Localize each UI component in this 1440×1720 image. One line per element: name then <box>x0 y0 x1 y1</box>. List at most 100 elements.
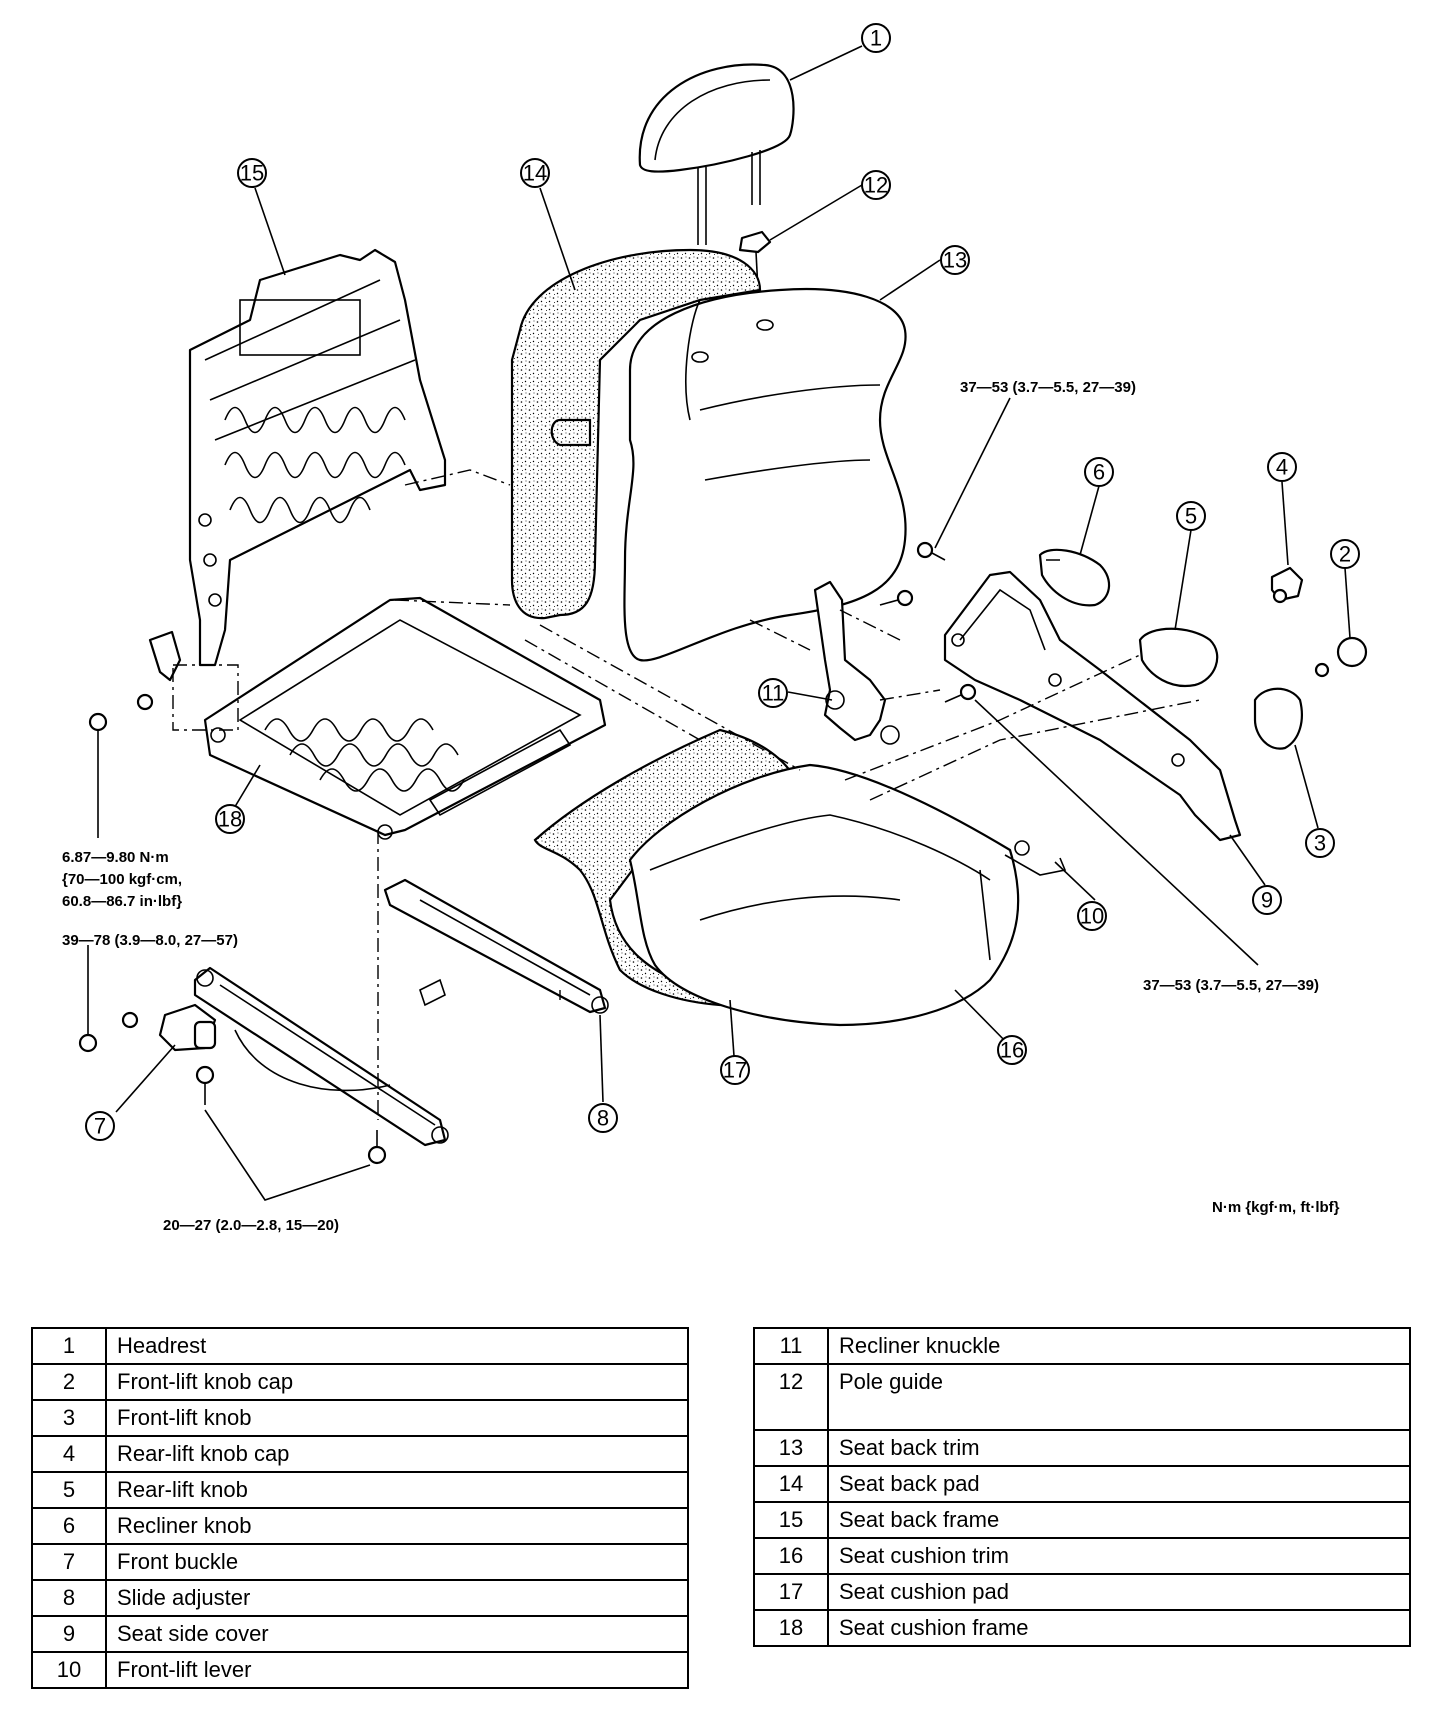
svg-text:5: 5 <box>1185 504 1197 529</box>
legend-number: 12 <box>753 1363 829 1431</box>
torque-frame-bolt-line2: {70—100 kgf·cm, <box>62 871 182 888</box>
legend-number: 15 <box>753 1501 829 1539</box>
legend-part-name: Seat back trim <box>827 1429 1411 1467</box>
legend-part-name: Seat cushion pad <box>827 1573 1411 1611</box>
callout-9: 9 <box>1252 885 1282 915</box>
assembly-lines <box>172 469 1201 1120</box>
callout-14: 14 <box>520 158 550 188</box>
svg-text:4: 4 <box>1276 455 1288 480</box>
callout-12: 12 <box>861 170 891 200</box>
rear-lift-knob-part <box>1138 627 1219 688</box>
legend-part-name: Front-lift knob cap <box>105 1363 689 1401</box>
legend-part-name: Seat back frame <box>827 1501 1411 1539</box>
legend-part-name: Recliner knob <box>105 1507 689 1545</box>
legend-part-name: Recliner knuckle <box>827 1327 1411 1365</box>
legend-number: 6 <box>31 1507 107 1545</box>
exploded-seat-diagram: 1 2 3 4 5 6 7 8 9 10 11 12 13 14 15 16 1… <box>62 23 1368 1234</box>
svg-text:6: 6 <box>1093 460 1105 485</box>
legend-number: 3 <box>31 1399 107 1437</box>
legend-number: 11 <box>753 1327 829 1365</box>
legend-number: 4 <box>31 1435 107 1473</box>
legend-number: 10 <box>31 1651 107 1689</box>
svg-text:8: 8 <box>597 1106 609 1131</box>
torque-units: N·m {kgf·m, ft·lbf} <box>1212 1199 1340 1216</box>
torque-recliner-lower: 37—53 (3.7—5.5, 27—39) <box>1143 977 1319 994</box>
legend-part-name: Rear-lift knob <box>105 1471 689 1509</box>
legend-part-name: Pole guide <box>827 1363 1411 1431</box>
seat-cushion-trim-part <box>628 763 1020 1027</box>
recliner-knuckle-part <box>813 580 900 745</box>
legend-number: 18 <box>753 1609 829 1647</box>
slide-adjuster-part <box>193 878 609 1147</box>
svg-text:7: 7 <box>94 1114 106 1139</box>
legend-number: 9 <box>31 1615 107 1653</box>
seat-cushion-frame-part <box>203 596 607 840</box>
callout-11: 11 <box>758 678 788 708</box>
callout-10: 10 <box>1077 901 1107 931</box>
svg-text:16: 16 <box>1000 1038 1024 1063</box>
svg-text:9: 9 <box>1261 888 1273 913</box>
seat-back-trim-part <box>623 287 907 662</box>
svg-text:17: 17 <box>723 1058 747 1083</box>
callout-7: 7 <box>85 1111 115 1141</box>
svg-text:11: 11 <box>762 681 785 706</box>
legend-part-name: Front buckle <box>105 1543 689 1581</box>
seat-side-cover-part <box>943 570 1242 842</box>
legend-part-name: Seat side cover <box>105 1615 689 1653</box>
legend-number: 16 <box>753 1537 829 1575</box>
legend-number: 8 <box>31 1579 107 1617</box>
torque-frame-bolt-line3: 60.8—86.7 in·lbf} <box>62 893 182 910</box>
svg-text:18: 18 <box>218 807 242 832</box>
front-lift-knob-cap-part <box>1336 636 1368 668</box>
callout-18: 18 <box>215 804 245 834</box>
callout-1: 1 <box>861 23 891 53</box>
svg-text:1: 1 <box>870 26 882 51</box>
legend-number: 17 <box>753 1573 829 1611</box>
legend-part-name: Seat back pad <box>827 1465 1411 1503</box>
callout-5: 5 <box>1176 501 1206 531</box>
callout-13: 13 <box>940 245 970 275</box>
svg-text:12: 12 <box>864 173 888 198</box>
svg-text:15: 15 <box>240 161 264 186</box>
callout-15: 15 <box>237 158 267 188</box>
svg-text:13: 13 <box>943 248 967 273</box>
legend-number: 5 <box>31 1471 107 1509</box>
torque-recliner-upper: 37—53 (3.7—5.5, 27—39) <box>960 379 1136 396</box>
legend-part-name: Headrest <box>105 1327 689 1365</box>
torque-buckle-bolt: 39—78 (3.9—8.0, 27—57) <box>62 932 238 949</box>
recliner-knob-part <box>1038 548 1111 607</box>
callout-16: 16 <box>997 1035 1027 1065</box>
callout-4: 4 <box>1267 452 1297 482</box>
callout-6: 6 <box>1084 457 1114 487</box>
svg-text:14: 14 <box>523 161 547 186</box>
callout-2: 2 <box>1330 539 1360 569</box>
torque-frame-bolt-line1: 6.87—9.80 N·m <box>62 849 169 866</box>
legend-number: 7 <box>31 1543 107 1581</box>
legend-number: 14 <box>753 1465 829 1503</box>
torque-slide-bolt: 20—27 (2.0—2.8, 15—20) <box>163 1217 339 1234</box>
callout-3: 3 <box>1305 828 1335 858</box>
headrest-part <box>638 63 795 245</box>
svg-text:10: 10 <box>1080 904 1104 929</box>
legend-part-name: Seat cushion trim <box>827 1537 1411 1575</box>
svg-text:3: 3 <box>1314 831 1326 856</box>
svg-text:2: 2 <box>1339 542 1351 567</box>
front-buckle-part <box>158 1003 217 1052</box>
